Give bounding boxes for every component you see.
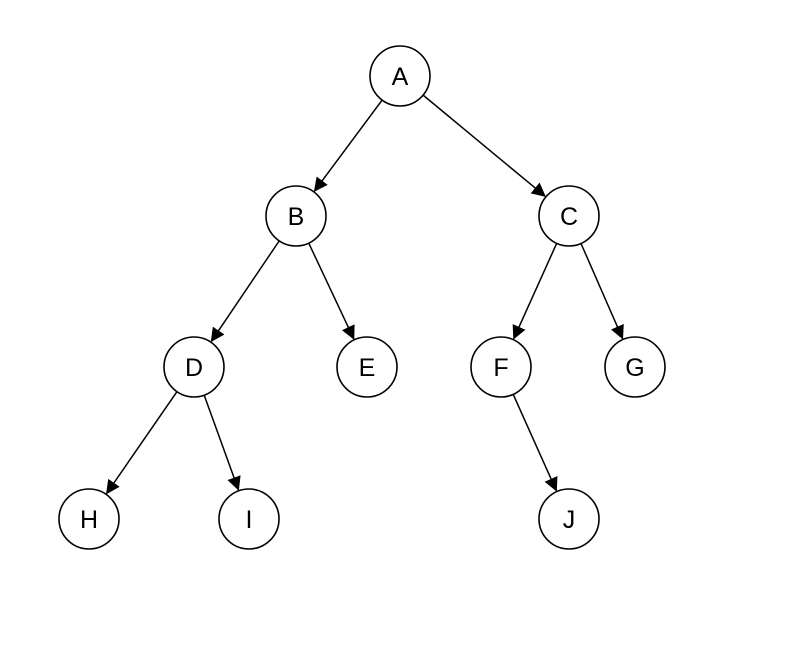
edge-d-to-i-arrow [203, 394, 241, 491]
node-circle [538, 185, 600, 247]
node-label: J [563, 506, 576, 534]
tree-node-e: E [336, 336, 398, 398]
edge-b-to-e-arrow [308, 242, 355, 340]
tree-node-c: C [538, 185, 600, 247]
node-label: H [80, 506, 98, 534]
tree-node-b: B [265, 185, 327, 247]
node-circle [218, 488, 280, 550]
node-circle [163, 336, 225, 398]
tree-node-a: A [369, 45, 431, 107]
tree-node-j: J [538, 488, 600, 550]
tree-node-h: H [58, 488, 120, 550]
edges-layer [106, 94, 624, 495]
node-circle [604, 336, 666, 398]
node-label: E [359, 354, 376, 382]
edge-c-to-f-arrow [512, 243, 558, 340]
node-circle [336, 336, 398, 398]
node-label: D [185, 354, 203, 382]
node-label: F [493, 354, 508, 382]
tree-node-f: F [470, 336, 532, 398]
node-circle [369, 45, 431, 107]
node-label: I [246, 506, 253, 534]
node-circle [265, 185, 327, 247]
node-label: A [392, 63, 409, 91]
edge-b-to-d-arrow [210, 240, 280, 343]
node-label: B [288, 203, 305, 231]
edge-c-to-g-arrow [580, 243, 624, 340]
node-circle [470, 336, 532, 398]
node-label: C [560, 203, 578, 231]
edge-a-to-c-arrow [422, 94, 546, 197]
node-circle [538, 488, 600, 550]
node-circle [58, 488, 120, 550]
tree-node-d: D [163, 336, 225, 398]
edge-a-to-b-arrow [313, 99, 383, 192]
node-label: G [625, 354, 644, 382]
edge-d-to-h-arrow [106, 391, 178, 495]
edge-f-to-j-arrow [512, 394, 558, 492]
tree-node-g: G [604, 336, 666, 398]
tree-node-i: I [218, 488, 280, 550]
